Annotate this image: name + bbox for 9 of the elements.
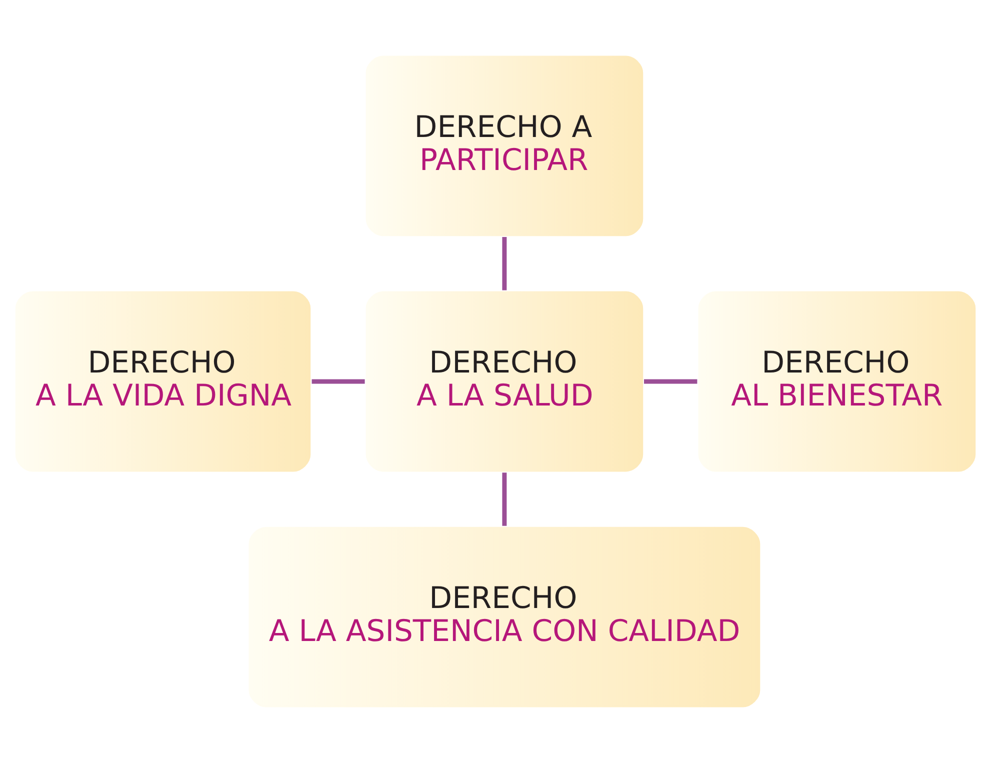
connector bbox=[644, 378, 698, 384]
connector bbox=[502, 236, 507, 290]
node-box: DERECHO A LA ASISTENCIA CON CALIDAD bbox=[247, 524, 762, 708]
node-box: DERECHO A PARTICIPAR bbox=[364, 54, 645, 238]
connector bbox=[502, 472, 507, 526]
node-box: DERECHO A LA SALUD bbox=[364, 289, 645, 473]
node-box: DERECHO AL BIENESTAR bbox=[696, 289, 978, 473]
node-box: DERECHO A LA VIDA DIGNA bbox=[14, 289, 312, 473]
connector bbox=[312, 378, 365, 384]
